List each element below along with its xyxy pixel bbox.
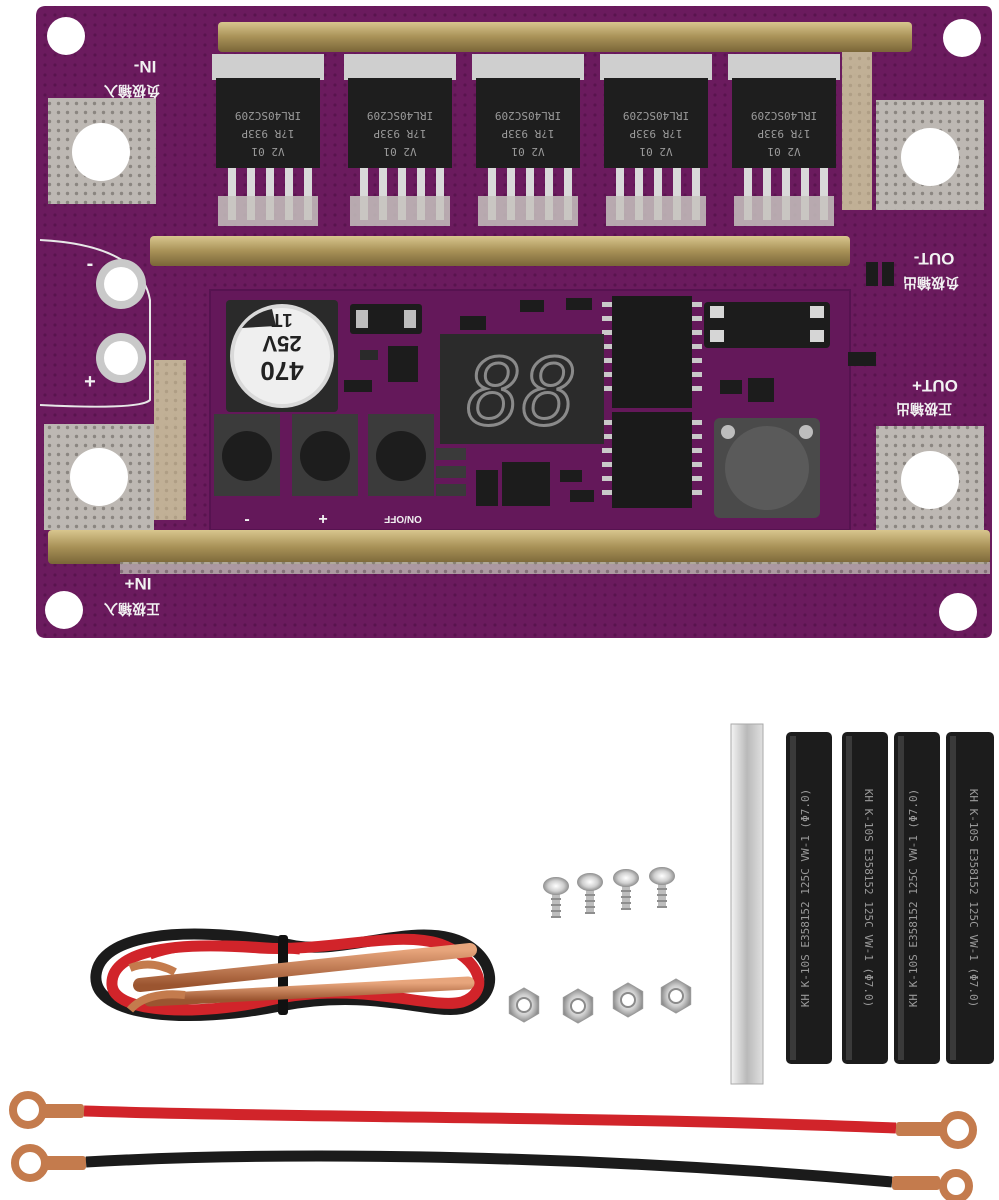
mosfet-marking: IRL40SC209	[751, 109, 817, 122]
red-ring-terminal-cable	[9, 1091, 977, 1149]
nut-2	[562, 988, 594, 1024]
button-onoff[interactable]	[368, 414, 434, 496]
label-in-plus-cn: 正极输入	[104, 601, 160, 617]
label-out-plus: OUT+	[912, 376, 958, 395]
label-out-minus: OUT-	[914, 249, 955, 268]
display-digits: 88	[467, 339, 578, 446]
screw-4	[649, 867, 675, 908]
terminal-pad-out-plus	[876, 426, 984, 532]
mosfet-marking: 1?R 933P	[373, 127, 426, 140]
spot-welder-pcb: IRL40SC209 1?R 933P V2 01 IRL40SC209 1?R 933…	[36, 6, 992, 638]
capacitor-voltage: 25V	[262, 331, 301, 356]
heat-shrink-tube-2: KH K-10S E358152 125C VW-1 (Φ7.0)	[842, 732, 888, 1064]
heat-shrink-tubes: KH K-10S E358152 125C VW-1 (Φ7.0) KH K-10…	[786, 732, 994, 1064]
capacitor-value: 470	[260, 356, 303, 386]
screw-2	[577, 873, 603, 914]
mosfet-marking: IRL40SC209	[235, 109, 301, 122]
heat-shrink-marking: KH K-10S E358152 125C VW-1 (Φ7.0)	[907, 789, 920, 1008]
brass-bar-middle	[150, 236, 850, 266]
screw-1	[543, 877, 569, 918]
heat-shrink-marking: KH K-10S E358152 125C VW-1 (Φ7.0)	[967, 789, 980, 1008]
terminal-pad-in-minus	[48, 98, 156, 204]
power-input-holes	[96, 259, 146, 383]
mosfet-marking: 1?R 933P	[241, 127, 294, 140]
mosfet-2: IRL40SC209 1?R 933P V2 01	[344, 54, 456, 226]
heat-shrink-tube-4: KH K-10S E358152 125C VW-1 (Φ7.0)	[946, 732, 994, 1064]
nut-1	[508, 987, 540, 1023]
label-out-minus-cn: 负极输出	[903, 275, 959, 291]
heat-shrink-marking: KH K-10S E358152 125C VW-1 (Φ7.0)	[862, 789, 875, 1008]
heat-shrink-tube-3: KH K-10S E358152 125C VW-1 (Φ7.0)	[894, 732, 940, 1064]
polarity-plus-mark: +	[84, 371, 96, 393]
brass-bar-top	[218, 22, 912, 52]
nuts	[508, 978, 692, 1024]
brass-bar-bottom	[48, 530, 990, 564]
capacitor-code: 1T	[271, 310, 292, 330]
smd-components	[344, 262, 894, 506]
seven-segment-display: 88	[440, 334, 604, 448]
label-in-minus-cn: 负极输入	[104, 83, 160, 99]
mosfet-5: IRL40SC209 1?R 933P V2 01	[728, 54, 840, 226]
mosfet-marking: 1?R 933P	[757, 127, 810, 140]
mosfet-marking: V2 01	[639, 145, 672, 158]
screws	[543, 867, 675, 918]
buzzer	[714, 418, 820, 518]
label-button-onoff: ON/OFF	[384, 513, 422, 524]
mosfet-4: IRL40SC209 1?R 933P V2 01	[600, 54, 712, 226]
mosfet-marking: 1?R 933P	[501, 127, 554, 140]
mosfet-marking: IRL40SC209	[623, 109, 689, 122]
mosfet-3: IRL40SC209 1?R 933P V2 01	[472, 54, 584, 226]
mosfet-1: IRL40SC209 1?R 933P V2 01	[212, 54, 324, 226]
ic-chips	[602, 296, 702, 508]
electrolytic-capacitor: 470 25V 1T	[226, 300, 338, 412]
mounting-holes	[45, 17, 981, 631]
label-in-plus: IN+	[124, 574, 151, 593]
steel-strip	[730, 723, 764, 1085]
nut-4	[660, 978, 692, 1014]
mosfet-row: IRL40SC209 1?R 933P V2 01 IRL40SC209 1?R 933…	[212, 54, 840, 226]
terminal-pad-in-plus	[44, 424, 154, 530]
button-plus[interactable]	[292, 414, 358, 496]
nut-3	[612, 982, 644, 1018]
screw-3	[613, 869, 639, 910]
mosfet-marking: 1?R 933P	[629, 127, 682, 140]
mosfet-marking: V2 01	[511, 145, 544, 158]
terminal-pad-out-minus	[876, 100, 984, 210]
heat-shrink-tube-1: KH K-10S E358152 125C VW-1 (Φ7.0)	[786, 732, 832, 1064]
label-out-plus-cn: 正极输出	[896, 401, 952, 417]
label-button-plus: +	[318, 511, 327, 528]
label-in-minus: IN-	[134, 57, 157, 76]
mosfet-marking: V2 01	[251, 145, 284, 158]
mosfet-marking: V2 01	[767, 145, 800, 158]
welding-pen-cable-bundle	[90, 928, 496, 1021]
mosfet-marking: V2 01	[383, 145, 416, 158]
polarity-minus-mark: -	[87, 253, 94, 275]
black-ring-terminal-cable	[11, 1144, 973, 1200]
label-button-minus: -	[244, 511, 249, 528]
heat-shrink-marking: KH K-10S E358152 125C VW-1 (Φ7.0)	[799, 789, 812, 1008]
button-minus[interactable]	[214, 414, 280, 496]
mosfet-marking: IRL40SC209	[367, 109, 433, 122]
mosfet-marking: IRL40SC209	[495, 109, 561, 122]
